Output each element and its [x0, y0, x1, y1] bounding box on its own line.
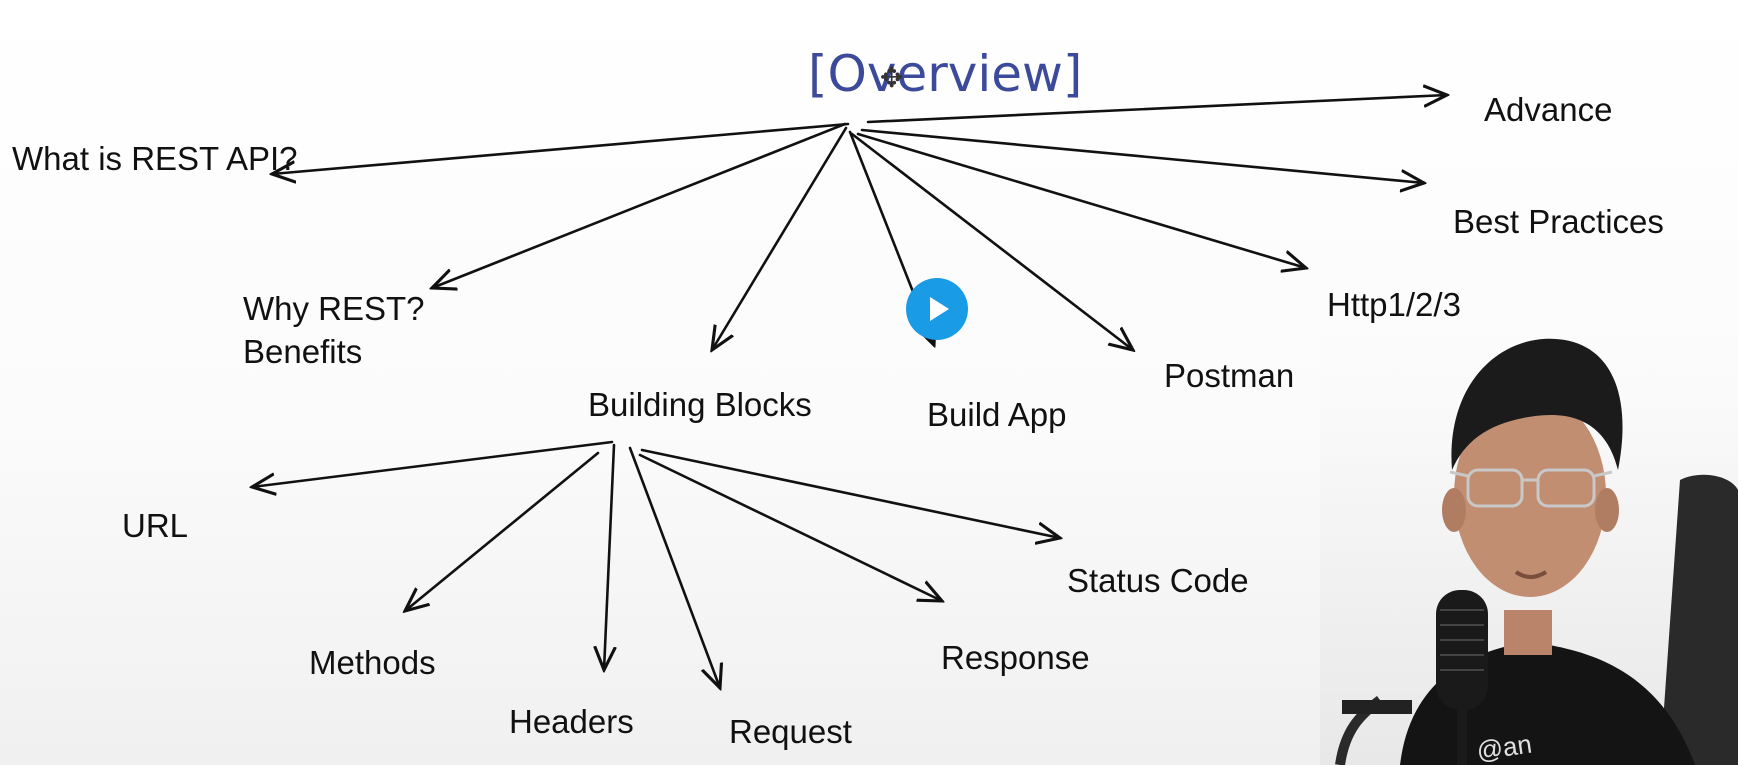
arrow-to-building-blocks	[712, 126, 848, 350]
arrow-to-postman	[850, 132, 1133, 350]
presenter-webcam: @an	[1320, 320, 1738, 765]
topic-building-blocks: Building Blocks	[588, 386, 812, 423]
topic-build-app: Build App	[927, 396, 1067, 433]
play-icon	[930, 297, 949, 321]
arrow-to-request	[628, 446, 720, 688]
topic-why-rest: Why REST?	[243, 290, 425, 327]
block-headers: Headers	[509, 703, 634, 740]
arrow-to-headers	[604, 443, 614, 670]
topic-what-is-rest-api: What is REST API?	[12, 140, 298, 177]
arrow-to-best-practices	[860, 128, 1424, 183]
arrow-to-what-is-rest	[272, 122, 850, 174]
diagram-title: [Overview]	[808, 45, 1083, 103]
arrow-to-methods	[405, 451, 600, 611]
shirt-text: @an	[1475, 729, 1534, 765]
arrow-to-advance	[866, 95, 1447, 124]
block-request: Request	[729, 713, 852, 750]
play-button[interactable]	[906, 278, 968, 340]
topic-benefits: Benefits	[243, 333, 363, 370]
arrow-to-why-rest	[432, 122, 847, 288]
block-response: Response	[941, 639, 1090, 676]
arrow-to-http	[856, 132, 1306, 268]
arrow-to-url	[252, 440, 614, 487]
block-url: URL	[122, 507, 189, 544]
move-cursor-icon: ✥	[880, 61, 904, 94]
block-status-code: Status Code	[1067, 562, 1249, 599]
presenter-image: @an	[1320, 320, 1738, 765]
topic-postman: Postman	[1164, 357, 1295, 394]
topic-best-practices: Best Practices	[1453, 203, 1664, 240]
arrow-to-status-code	[640, 448, 1060, 538]
topic-advance: Advance	[1484, 91, 1613, 128]
topic-http: Http1/2/3	[1327, 286, 1461, 323]
block-methods: Methods	[309, 644, 436, 681]
arrow-to-response	[638, 453, 942, 601]
